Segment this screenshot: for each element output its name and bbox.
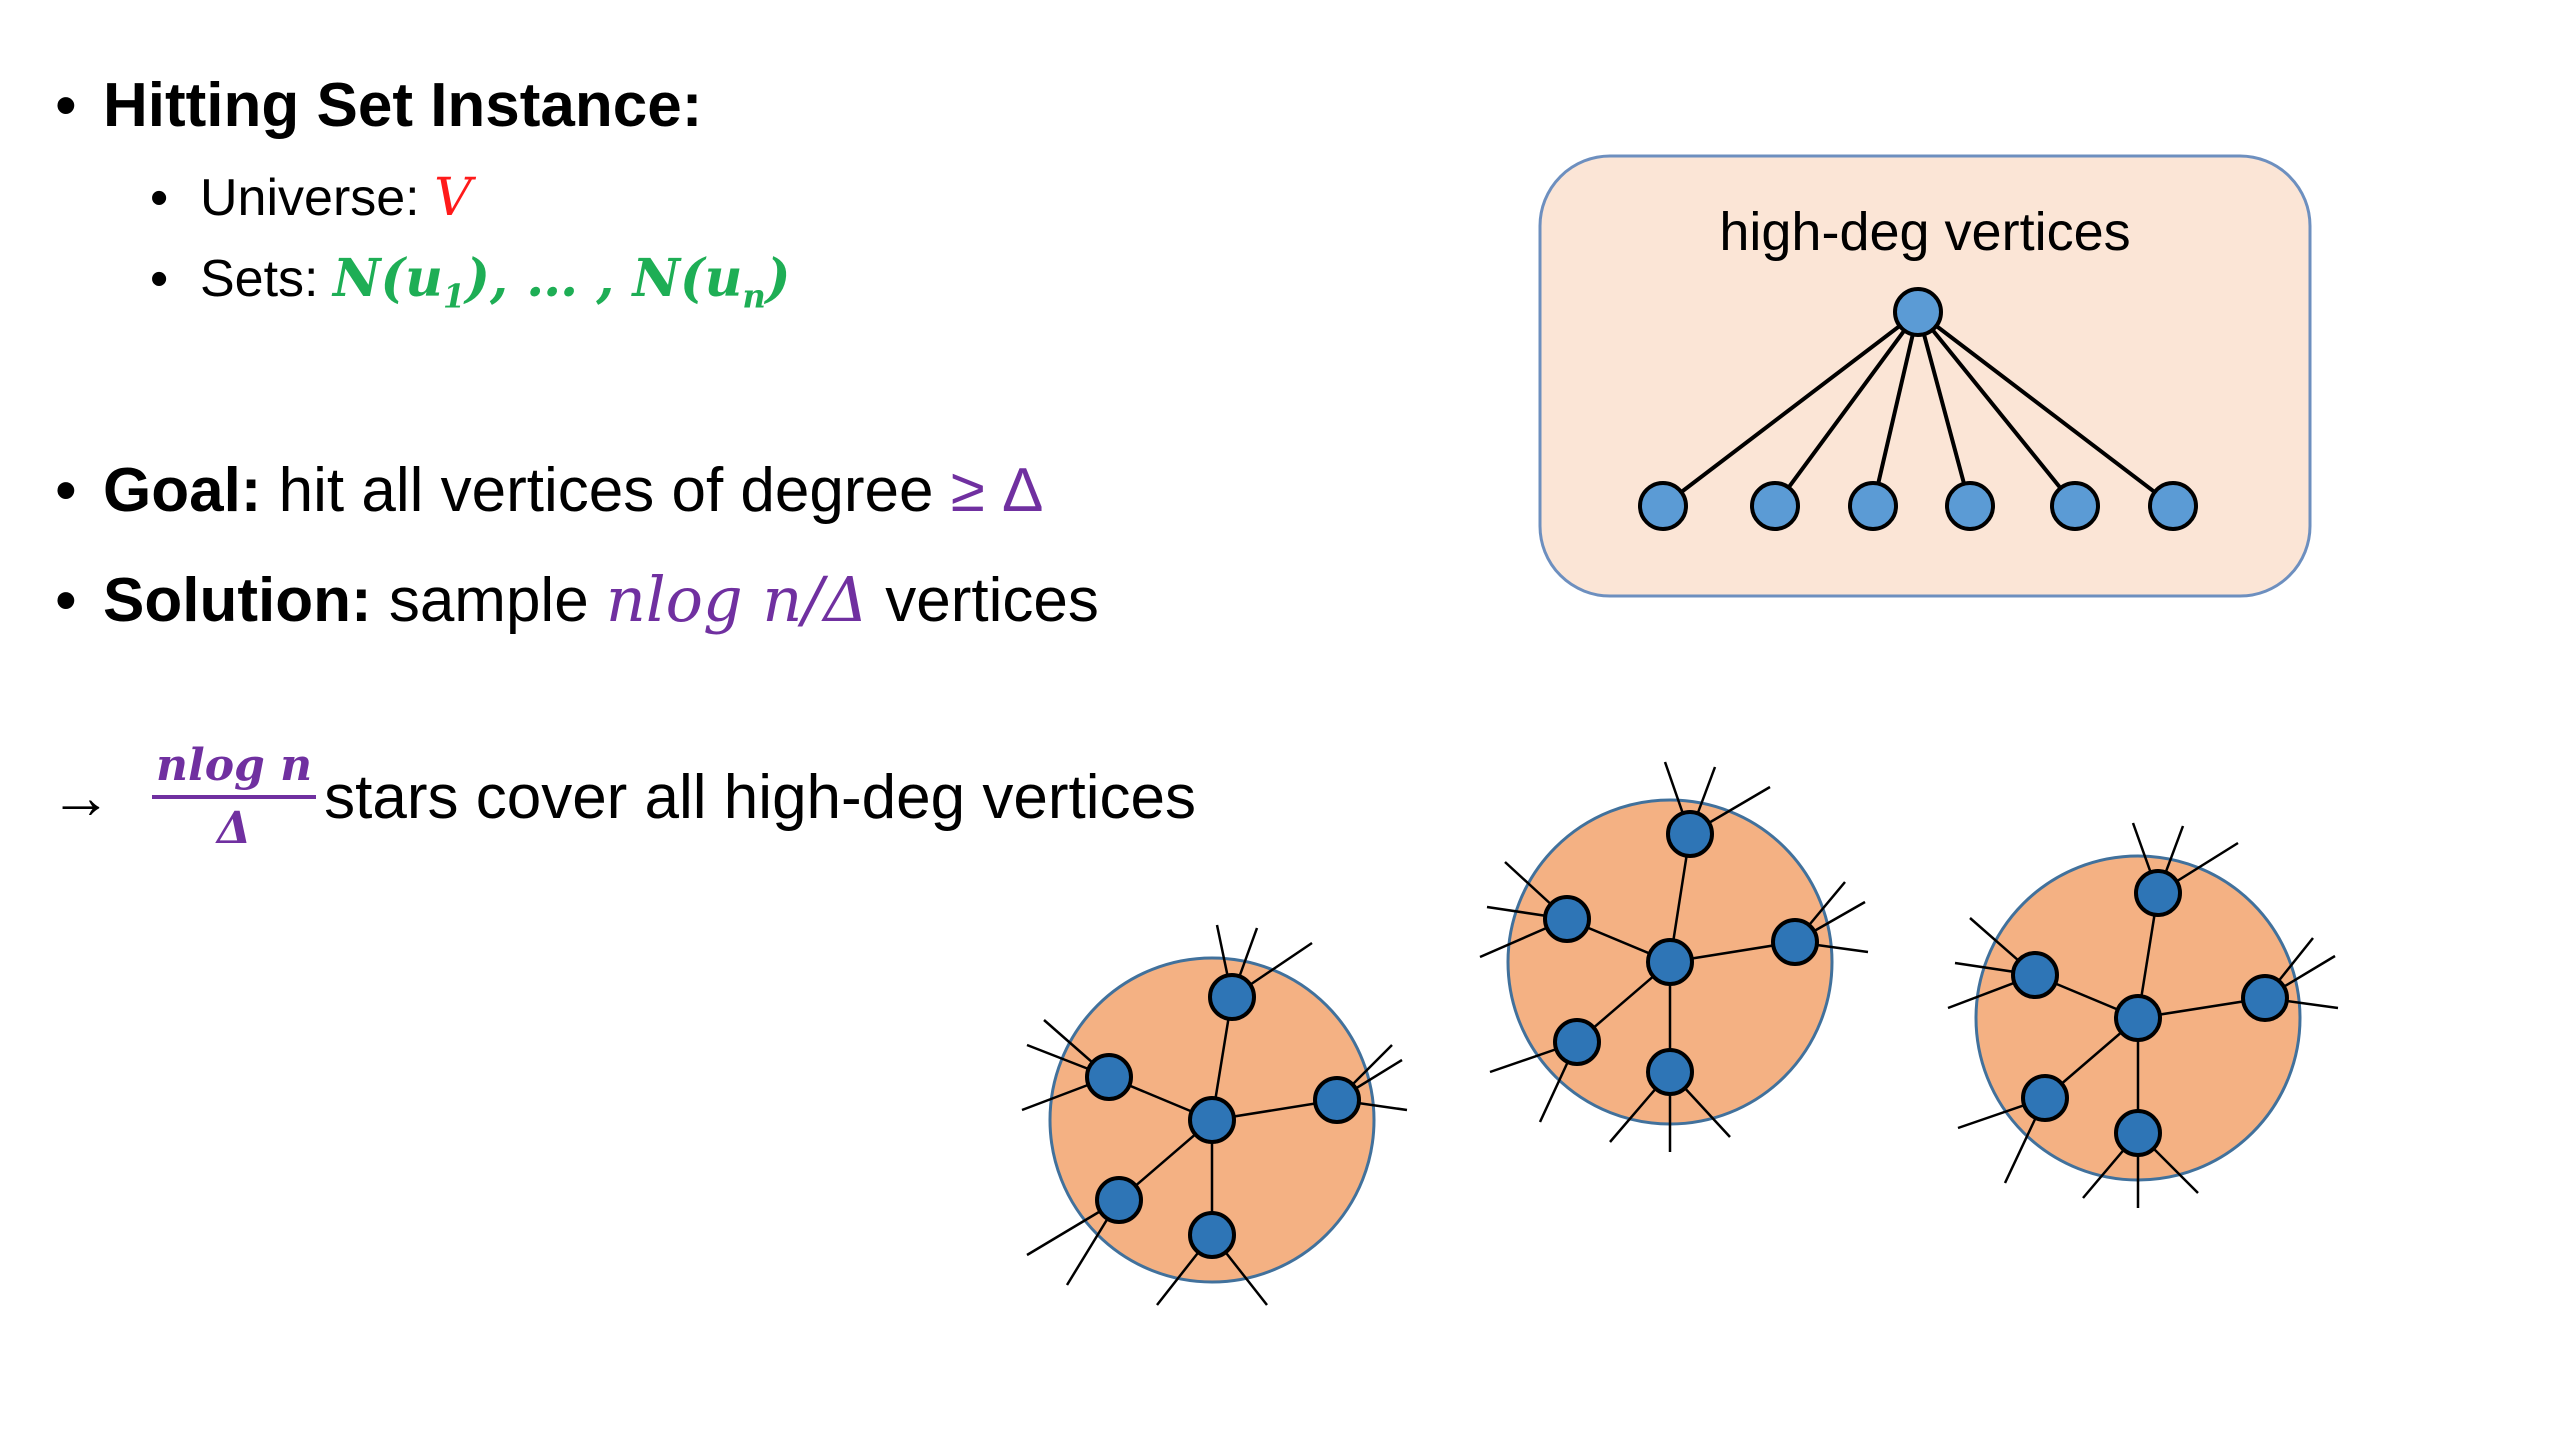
solution-label: Solution:	[103, 566, 372, 635]
cluster-vertex	[1553, 1018, 1601, 1066]
cluster-vertex	[1208, 973, 1256, 1021]
goal-math: ≥ Δ	[950, 456, 1044, 525]
cluster-center-vertex	[2114, 994, 2162, 1042]
cluster-vertex	[1085, 1053, 1133, 1101]
conclusion-line: → nlog n Δ stars cover all high-deg vert…	[50, 740, 1196, 854]
cluster-vertex	[1771, 918, 1819, 966]
cluster-vertex	[2134, 869, 2182, 917]
star-vertices	[1638, 287, 2198, 531]
cluster-vertex	[1543, 895, 1591, 943]
universe-bullet: • Universe: V	[150, 168, 472, 228]
leaf-vertex	[2050, 481, 2100, 531]
fraction: nlog n Δ	[152, 740, 317, 854]
high-deg-box: high-deg vertices	[1538, 154, 2312, 598]
fraction-denominator: Δ	[217, 803, 252, 854]
arrow-icon: →	[50, 762, 112, 832]
fraction-numerator: nlog n	[152, 740, 317, 799]
leaf-vertex	[1750, 481, 1800, 531]
leaf-vertex	[1848, 481, 1898, 531]
goal-label: Goal:	[103, 456, 262, 525]
bullet-dot: •	[55, 456, 77, 525]
box-background	[1538, 154, 2312, 598]
bullet-dot: •	[55, 71, 77, 140]
bullet-dot: •	[150, 169, 169, 227]
goal-bullet: • Goal: hit all vertices of degree ≥ Δ	[55, 455, 1043, 526]
hitting-set-title: Hitting Set Instance:	[103, 71, 703, 140]
cluster-vertex	[2021, 1074, 2069, 1122]
universe-value: V	[434, 168, 472, 228]
universe-label: Universe:	[200, 169, 435, 227]
goal-text: hit all vertices of degree	[261, 456, 951, 525]
bullet-dot: •	[150, 250, 169, 308]
bullet-dot: •	[55, 566, 77, 635]
hitting-set-bullet: • Hitting Set Instance:	[55, 70, 702, 141]
leaf-vertex	[1945, 481, 1995, 531]
box-label: high-deg vertices	[1719, 202, 2130, 262]
cluster-vertex	[1313, 1076, 1361, 1124]
leaf-vertex	[2148, 481, 2198, 531]
solution-text-before: sample	[371, 566, 606, 635]
sets-bullet: • Sets: N(u1), … , N(un)	[150, 248, 790, 315]
star-cluster-2	[1479, 761, 1869, 1152]
leaf-vertex	[1638, 481, 1688, 531]
cluster-vertex	[1646, 1048, 1694, 1096]
star-edges	[1661, 310, 2175, 508]
solution-bullet: • Solution: sample nlog n/Δ vertices	[55, 563, 1099, 636]
cluster-vertex	[1095, 1176, 1143, 1224]
cluster-vertex	[1666, 810, 1714, 858]
cluster-vertex	[2011, 951, 2059, 999]
sets-formula: N(u1), … , N(un)	[332, 248, 791, 316]
solution-text-after: vertices	[868, 566, 1099, 635]
center-vertex	[1893, 287, 1943, 337]
conclusion-text: stars cover all high-deg vertices	[324, 762, 1196, 832]
cluster-vertex	[1188, 1211, 1236, 1259]
star-cluster-1	[1021, 924, 1408, 1306]
solution-math: nlog n/Δ	[605, 563, 868, 636]
cluster-vertex	[2241, 974, 2289, 1022]
sets-label: Sets:	[200, 250, 333, 308]
cluster-vertex	[2114, 1109, 2162, 1157]
cluster-center-vertex	[1188, 1096, 1236, 1144]
star-cluster-3	[1947, 822, 2339, 1208]
cluster-center-vertex	[1646, 938, 1694, 986]
